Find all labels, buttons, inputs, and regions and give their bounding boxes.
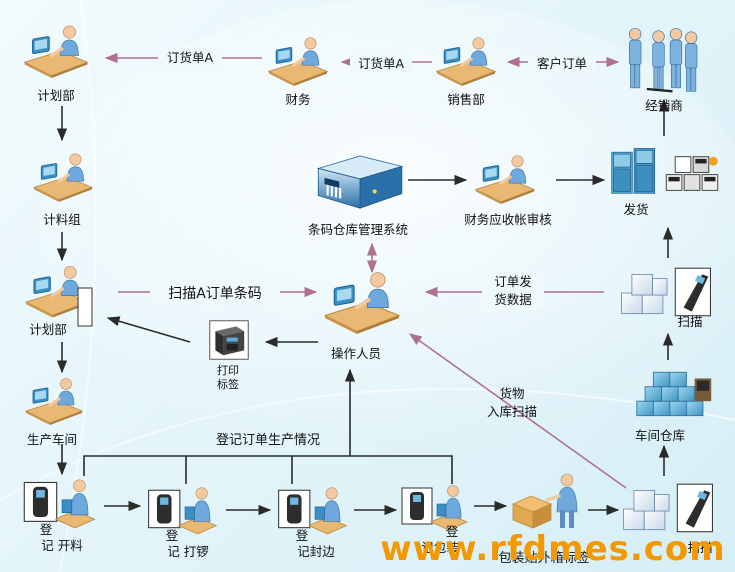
edge-label-shipping-data-2: 货数据 bbox=[494, 292, 532, 307]
edge-label-shipping-data-1: 订单发 bbox=[494, 274, 532, 289]
workshop-icon bbox=[24, 376, 84, 426]
edge-label-bg bbox=[150, 283, 280, 303]
label-shipping: 发货 bbox=[623, 202, 648, 217]
label-planning-dept-mid: 计划部 bbox=[29, 322, 67, 337]
label-scan-bottom: 扫描 bbox=[687, 540, 712, 555]
label-print-2: 标签 bbox=[217, 377, 239, 391]
label-print-1: 打印 bbox=[217, 363, 239, 377]
label-step4-2: 记包装 bbox=[421, 540, 459, 555]
label-distributor: 经销商 bbox=[645, 98, 683, 113]
step1-icon bbox=[23, 479, 96, 529]
label-sales: 销售部 bbox=[447, 92, 485, 107]
planning-dept-top-icon bbox=[22, 24, 90, 78]
scan-bottom-icon bbox=[623, 483, 713, 533]
label-finance-audit: 财务应收帐审核 bbox=[464, 212, 552, 227]
edge-label-scan-order-barcode: 扫描A订单条码 bbox=[168, 285, 262, 302]
step2-icon bbox=[148, 487, 217, 535]
edge-register-bus bbox=[83, 455, 453, 484]
watermark: www.rfdmes.com bbox=[380, 529, 725, 569]
edge-label-inbound-2: 入库扫描 bbox=[487, 404, 537, 419]
edge-label-order-a-1: 订货单A bbox=[167, 50, 214, 65]
edge-label-bg bbox=[350, 54, 412, 72]
node-labels: 计划部 财务 销售部 经销商 计料组 条码仓库管理系统 财务应收帐审核 发货 计… bbox=[27, 88, 713, 566]
printer-icon bbox=[209, 320, 249, 360]
distributor-icon bbox=[628, 27, 699, 93]
label-scan: 扫描 bbox=[677, 314, 702, 329]
edge-packaging-to-operator bbox=[408, 333, 627, 489]
edge-label-bg bbox=[482, 270, 544, 310]
step3-icon bbox=[278, 487, 347, 535]
label-planning-dept-top: 计划部 bbox=[37, 88, 75, 103]
packaging-icon bbox=[511, 472, 579, 530]
label-material-group: 计料组 bbox=[43, 212, 81, 227]
edge-labels: 订货单A 订货单A 客户订单 扫描A订单条码 订单发 货数据 货物 入库扫描 登… bbox=[150, 48, 596, 448]
label-workshop-warehouse: 车间仓库 bbox=[635, 428, 685, 443]
edge-label-customer-order: 客户订单 bbox=[537, 56, 587, 71]
label-step3-1: 登 bbox=[296, 528, 309, 543]
edge-label-register-production: 登记订单生产情况 bbox=[216, 433, 320, 448]
label-step3-2: 记封边 bbox=[297, 544, 335, 559]
edge-label-inbound-1: 货物 bbox=[499, 386, 524, 401]
edge-label-bg bbox=[528, 54, 596, 72]
label-barcode-system: 条码仓库管理系统 bbox=[308, 222, 408, 237]
label-step1-2: 记 开料 bbox=[41, 538, 83, 553]
handheld-scanner-icon bbox=[77, 287, 93, 327]
edge-label-bg bbox=[158, 48, 222, 66]
label-step4-1: 登 bbox=[446, 524, 459, 539]
edge-label-order-a-2: 订货单A bbox=[358, 56, 405, 71]
label-finance: 财务 bbox=[285, 92, 310, 107]
label-packaging: 包装贴外箱标签 bbox=[498, 550, 589, 566]
edge-printer-to-planning bbox=[106, 316, 191, 343]
label-workshop: 生产车间 bbox=[27, 432, 77, 447]
label-step2-1: 登 bbox=[166, 528, 179, 543]
label-step2-2: 记 打锣 bbox=[167, 544, 208, 559]
node-icons bbox=[22, 24, 719, 535]
label-operator: 操作人员 bbox=[331, 346, 381, 361]
label-step1-1: 登 bbox=[40, 522, 53, 537]
